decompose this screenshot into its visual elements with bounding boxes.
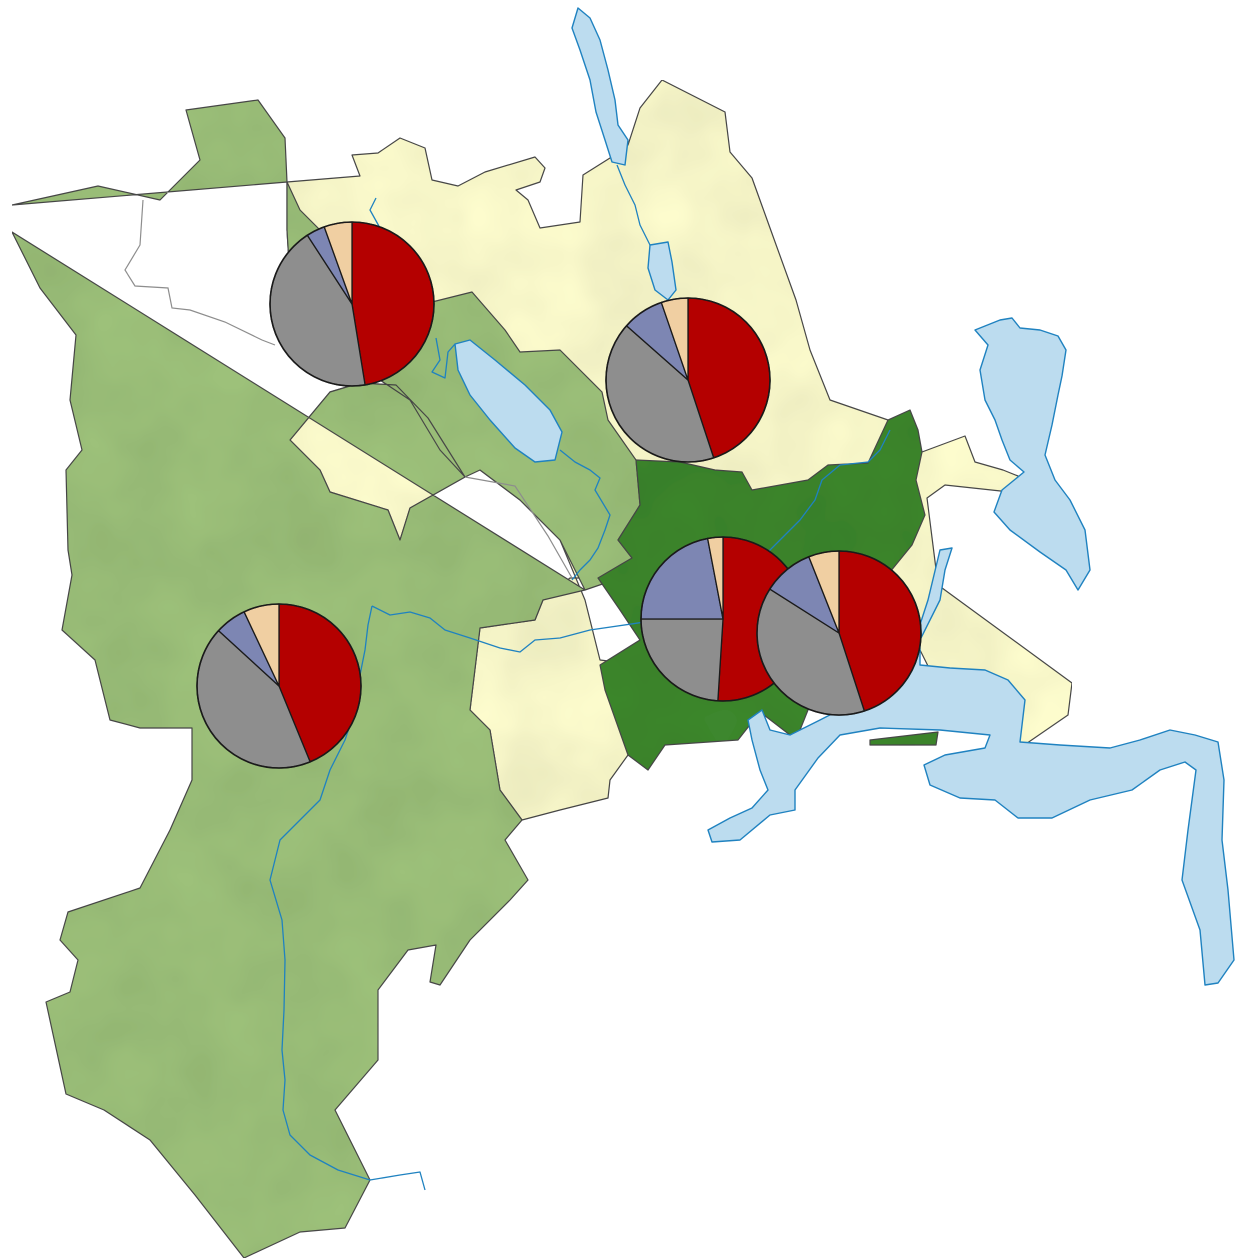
river-reuss (559, 449, 611, 581)
lake-middle (454, 339, 563, 463)
pie-northeast[interactable] (605, 297, 771, 463)
pie-charts (196, 221, 922, 769)
pie-outline (196, 603, 362, 769)
river-east (759, 429, 891, 561)
pie-southwest[interactable] (196, 603, 362, 769)
lake-central (707, 547, 1235, 986)
river-main (371, 605, 646, 653)
pie-outline (605, 297, 771, 463)
lake-north-small (647, 241, 677, 301)
pie-outline (756, 550, 922, 716)
river-middle-outlet (431, 337, 456, 379)
lake-east-top (974, 317, 1091, 591)
pie-east[interactable] (756, 550, 922, 716)
pie-outline (269, 221, 435, 387)
pie-northwest[interactable] (269, 221, 435, 387)
inner-borders (124, 199, 573, 579)
river-north-outlet (616, 164, 651, 246)
lake-north (571, 7, 629, 166)
